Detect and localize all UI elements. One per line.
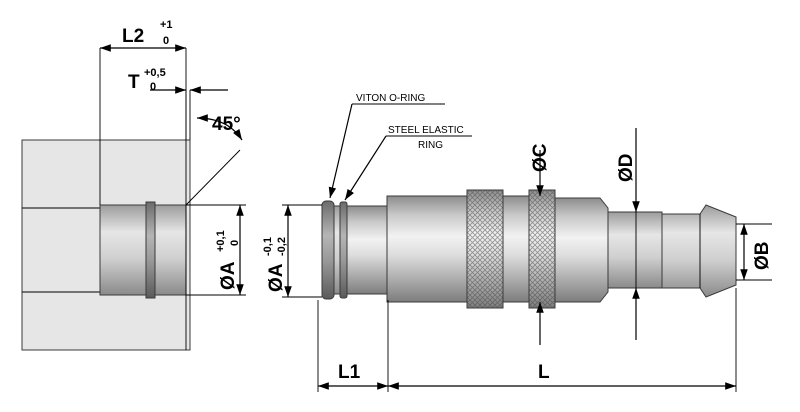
viton-label: VITON O-RING xyxy=(356,93,425,104)
t-tol-upper: +0,5 xyxy=(144,67,166,79)
t-label: T xyxy=(128,72,140,93)
dia-c-label: ØC xyxy=(530,143,551,172)
steel-label-line2: RING xyxy=(418,140,443,151)
hose-barb xyxy=(661,204,737,298)
l-label: L xyxy=(538,362,550,383)
steel-elastic-ring xyxy=(339,201,348,299)
dia-a-plug-tol-lower: -0,2 xyxy=(276,237,288,256)
dia-a-housing-tol-upper: +0,1 xyxy=(215,230,227,252)
housing-groove xyxy=(145,201,156,299)
steel-label-line1: STEEL ELASTIC xyxy=(388,125,464,136)
angle-label: 45° xyxy=(212,114,241,135)
plug-body xyxy=(321,189,737,309)
housing-bore xyxy=(99,204,187,296)
viton-o-ring xyxy=(321,200,335,300)
dia-a-housing-label: ØA xyxy=(218,261,239,290)
dia-a-plug-label: ØA xyxy=(266,263,287,292)
steel-leader xyxy=(344,135,387,201)
viton-leader xyxy=(328,103,353,199)
angle-arc xyxy=(196,114,243,141)
l2-tol-lower: 0 xyxy=(163,35,169,47)
l1-label: L1 xyxy=(338,362,361,383)
dia-b-label: ØB xyxy=(752,242,773,271)
dia-a-plug-tol-upper: -0,1 xyxy=(262,237,274,256)
l2-tol-upper: +1 xyxy=(160,19,173,31)
dia-d-label: ØD xyxy=(616,154,637,183)
dia-a-housing-tol-lower: 0 xyxy=(229,240,241,246)
t-tol-lower: 0 xyxy=(150,81,156,93)
housing-section xyxy=(21,139,241,351)
l2-label: L2 xyxy=(122,26,144,47)
